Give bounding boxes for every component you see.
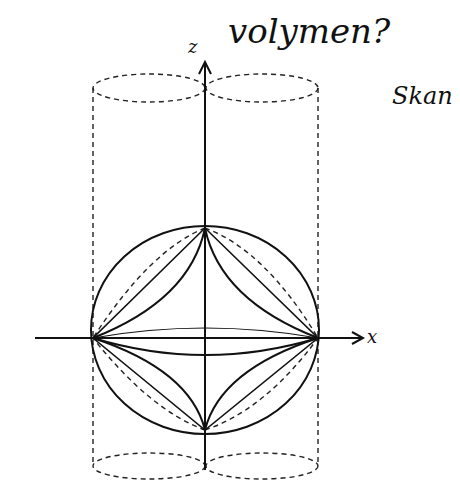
axis-label: x xyxy=(367,328,377,346)
question-note: volymen? xyxy=(228,14,390,48)
axis-label: z xyxy=(188,38,197,56)
partial-note: Skan xyxy=(392,84,453,108)
